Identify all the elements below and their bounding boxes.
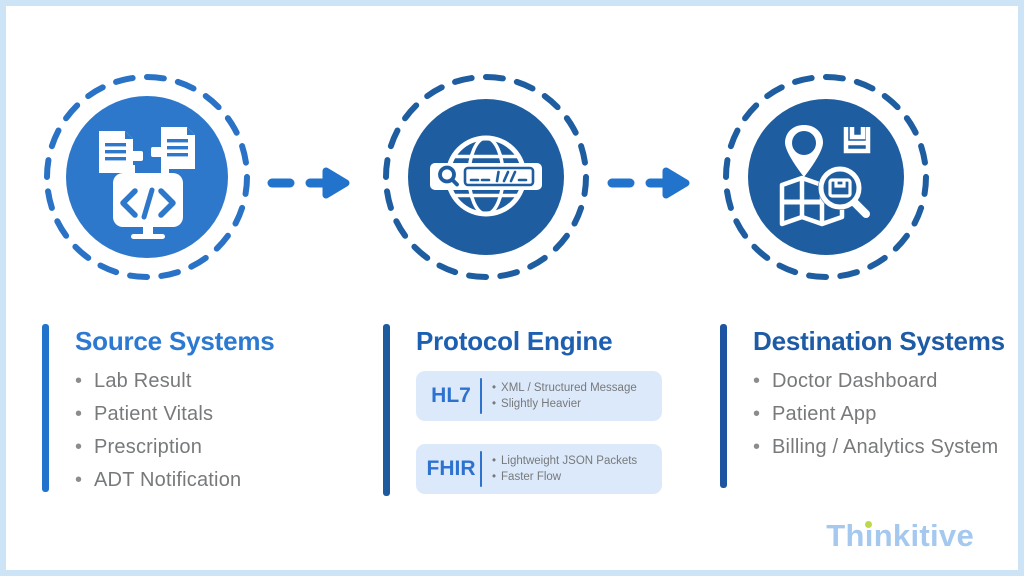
list-item: • Patient Vitals [75, 403, 214, 425]
vertical-accent-bar [720, 324, 727, 488]
bullet-dot: • [753, 370, 761, 392]
code-monitor-icon [113, 161, 183, 239]
documents-code-icon [44, 74, 250, 280]
section-title: Protocol Engine [416, 326, 613, 356]
protocol-point: • Slightly Heavier [492, 398, 581, 410]
dashed-ring [44, 74, 250, 280]
globe-search-icon [383, 74, 589, 280]
list-item: • Billing / Analytics System [753, 436, 999, 458]
location-pin-icon [785, 125, 823, 177]
flow-arrow-icon [607, 167, 690, 199]
protocol-points: • XML / Structured Message • Slightly He… [492, 380, 637, 412]
source-systems-node [39, 69, 255, 285]
bullet-dot: • [492, 382, 497, 394]
bullet-dot: • [75, 403, 83, 425]
section-source-systems: Source Systems • Lab Result • Patient Vi… [42, 324, 372, 503]
dashed-ring [723, 74, 929, 280]
logo-green-dot-icon [865, 521, 873, 528]
dashed-ring [383, 74, 589, 280]
vertical-accent-bar [383, 324, 390, 496]
list-item: • Prescription [75, 436, 203, 458]
protocol-point: • Faster Flow [492, 471, 562, 483]
bullet-dot: • [75, 370, 83, 392]
protocol-card-hl7: HL7 • XML / Structured Message • Slightl… [416, 371, 662, 421]
section-protocol-engine: Protocol Engine HL7 • XML / Structured M… [383, 324, 683, 496]
section-destination-systems: Destination Systems • Doctor Dashboard •… [720, 324, 1018, 488]
protocol-card-fhir: FHIR • Lightweight JSON Packets • Faster… [416, 444, 662, 494]
list-item: • Lab Result [75, 370, 192, 392]
bullet-dot: • [753, 436, 761, 458]
protocol-points: • Lightweight JSON Packets • Faster Flow [492, 453, 637, 485]
document-icon [99, 131, 143, 173]
destination-items-list: • Doctor Dashboard • Patient App • Billi… [753, 371, 1005, 458]
protocol-divider [480, 378, 482, 414]
list-item: • ADT Notification [75, 469, 242, 491]
bullet-dot: • [753, 403, 761, 425]
protocol-divider [480, 451, 482, 487]
protocol-engine-node [378, 69, 594, 285]
destination-systems-node [718, 69, 934, 285]
protocol-point: • XML / Structured Message [492, 382, 637, 394]
protocol-point: • Lightweight JSON Packets [492, 455, 638, 467]
parcel-magnifier-icon [818, 166, 870, 218]
list-item: • Doctor Dashboard [753, 370, 938, 392]
flow-arrow-icon [267, 167, 350, 199]
section-title: Destination Systems [753, 326, 1005, 356]
storage-icon [843, 127, 871, 154]
list-item: • Patient App [753, 403, 877, 425]
bullet-dot: • [75, 469, 83, 491]
protocol-label: FHIR [426, 457, 476, 480]
bullet-dot: • [492, 455, 497, 467]
search-bar-icon [430, 163, 542, 190]
source-items-list: • Lab Result • Patient Vitals • Prescrip… [75, 371, 275, 491]
map-search-icon [723, 74, 929, 280]
protocol-label: HL7 [431, 384, 471, 407]
bullet-dot: • [492, 471, 497, 483]
vertical-accent-bar [42, 324, 49, 492]
section-title: Source Systems [75, 326, 275, 356]
bullet-dot: • [492, 398, 497, 410]
bullet-dot: • [75, 436, 83, 458]
document-icon [151, 127, 195, 169]
